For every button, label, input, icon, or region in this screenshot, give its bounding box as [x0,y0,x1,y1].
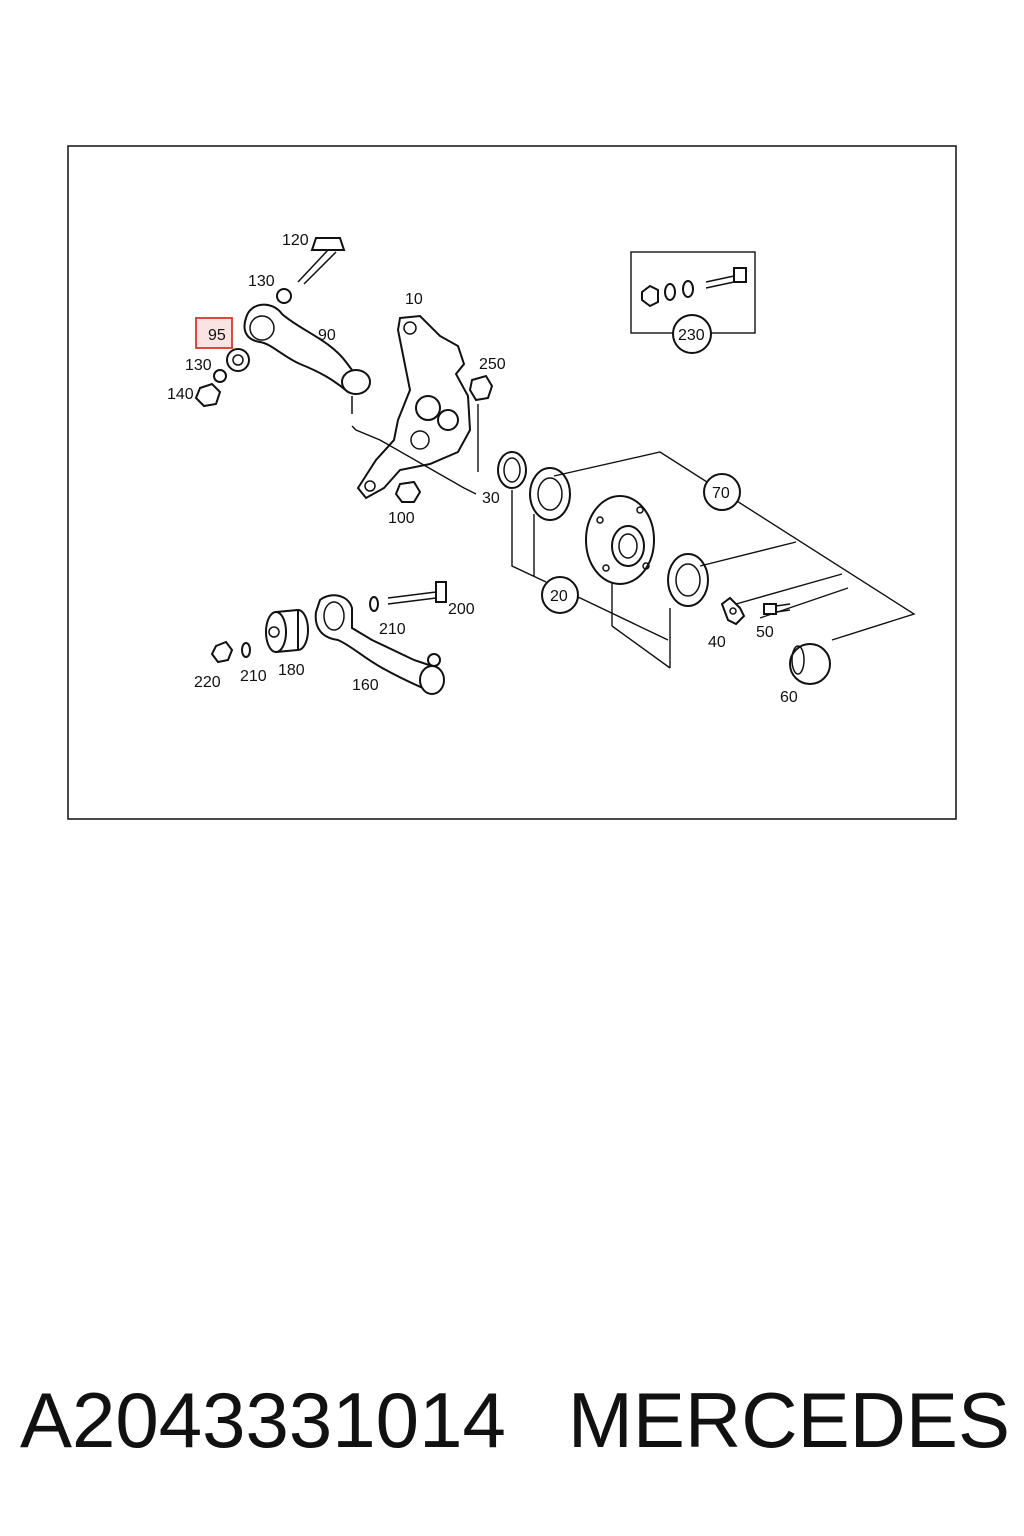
part-number: A2043331014 [20,1375,506,1464]
callout-210-right: 210 [379,621,406,638]
callout-160: 160 [352,677,379,694]
callout-20: 20 [550,588,568,605]
cap-60[interactable] [789,643,831,685]
seal-30[interactable] [497,451,527,489]
callout-40: 40 [708,634,726,651]
control-arm-160[interactable] [314,594,445,695]
callout-220: 220 [194,674,221,691]
callout-210-left: 210 [240,668,267,685]
bushing-95[interactable] [226,348,250,372]
caption: A2043331014 MERCEDES [20,1370,1010,1470]
washer-130-left[interactable] [213,369,227,383]
control-arm-90[interactable] [243,303,371,414]
callout-circle-20 [541,576,579,614]
callout-200: 200 [448,601,475,618]
bolt-120[interactable] [297,237,346,285]
bolt-50[interactable] [763,603,791,615]
callout-70: 70 [712,485,730,502]
highlight-box [195,317,233,349]
callout-120: 120 [282,232,309,249]
callout-180: 180 [278,662,305,679]
callout-100: 100 [388,510,415,527]
callout-130-left: 130 [185,357,212,374]
washer-130-top[interactable] [276,288,292,304]
wheel-hub[interactable] [585,495,655,585]
callout-140: 140 [167,386,194,403]
washer-210-right[interactable] [369,596,379,612]
bolt-200[interactable] [387,581,447,605]
bushing-180[interactable] [265,608,309,654]
callout-250: 250 [479,356,506,373]
wheel-bearing-inner[interactable] [529,467,571,521]
callout-230: 230 [678,327,705,344]
callout-130-top: 130 [248,273,275,290]
callout-95[interactable]: 95 [208,327,226,344]
wheel-bearing-outer[interactable] [667,553,709,607]
callout-50: 50 [756,624,774,641]
nut-250[interactable] [468,374,494,402]
brand-name: MERCEDES [567,1375,1010,1464]
washer-210-left[interactable] [241,642,251,658]
callout-90: 90 [318,327,336,344]
sensor-40[interactable] [720,596,746,626]
kit-230-parts[interactable] [641,267,747,308]
nut-140[interactable] [194,382,222,408]
callout-10: 10 [405,291,423,308]
steering-knuckle-10[interactable] [356,314,472,500]
callout-30: 30 [482,490,500,507]
callout-60: 60 [780,689,798,706]
nut-100[interactable] [394,480,422,503]
callout-circle-230 [672,314,712,354]
diagram-frame [67,145,957,820]
nut-220[interactable] [210,640,234,664]
callout-circle-70 [703,473,741,511]
